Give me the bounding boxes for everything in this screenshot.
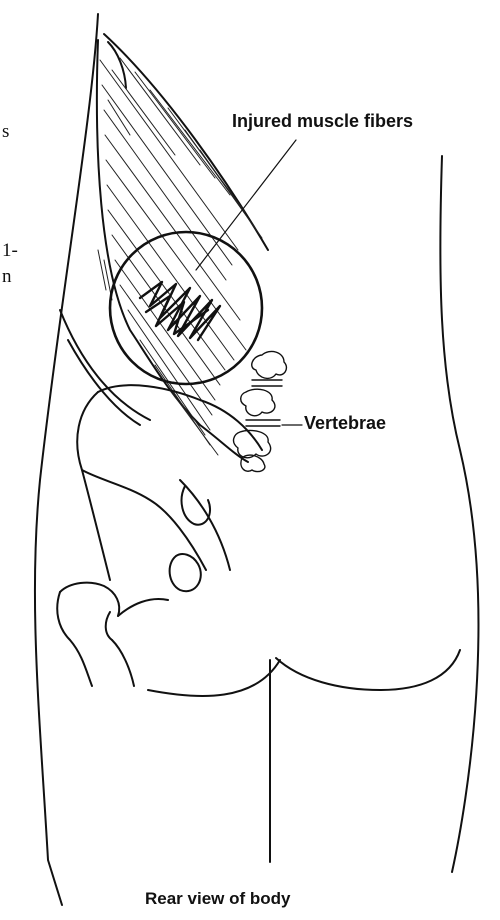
body-outline-right (440, 156, 478, 872)
femur-outline (60, 583, 119, 616)
femur-outline (106, 612, 112, 640)
injured-fibers-label: Injured muscle fibers (232, 112, 413, 130)
injury-leader-line (196, 140, 296, 270)
obturator-foramen (170, 554, 201, 591)
sacrum-outline (180, 480, 230, 570)
femur-outline (57, 592, 92, 686)
sacroiliac-outline (182, 486, 210, 525)
pelvis-outline (98, 385, 262, 450)
pelvis-outline (77, 392, 110, 580)
figure-caption: Rear view of body (145, 890, 290, 907)
back-muscle-outline (108, 42, 126, 88)
back-muscle-outline (104, 34, 268, 250)
femur-outline (112, 640, 134, 686)
gluteal-fold (148, 660, 280, 696)
vertebrae (234, 351, 287, 471)
gluteal-fold (276, 650, 460, 690)
femur-outline (118, 599, 168, 616)
flank-line (68, 340, 140, 425)
vertebrae-label: Vertebrae (304, 414, 386, 432)
injury-circle (110, 232, 262, 384)
body-outline-left (35, 14, 98, 905)
